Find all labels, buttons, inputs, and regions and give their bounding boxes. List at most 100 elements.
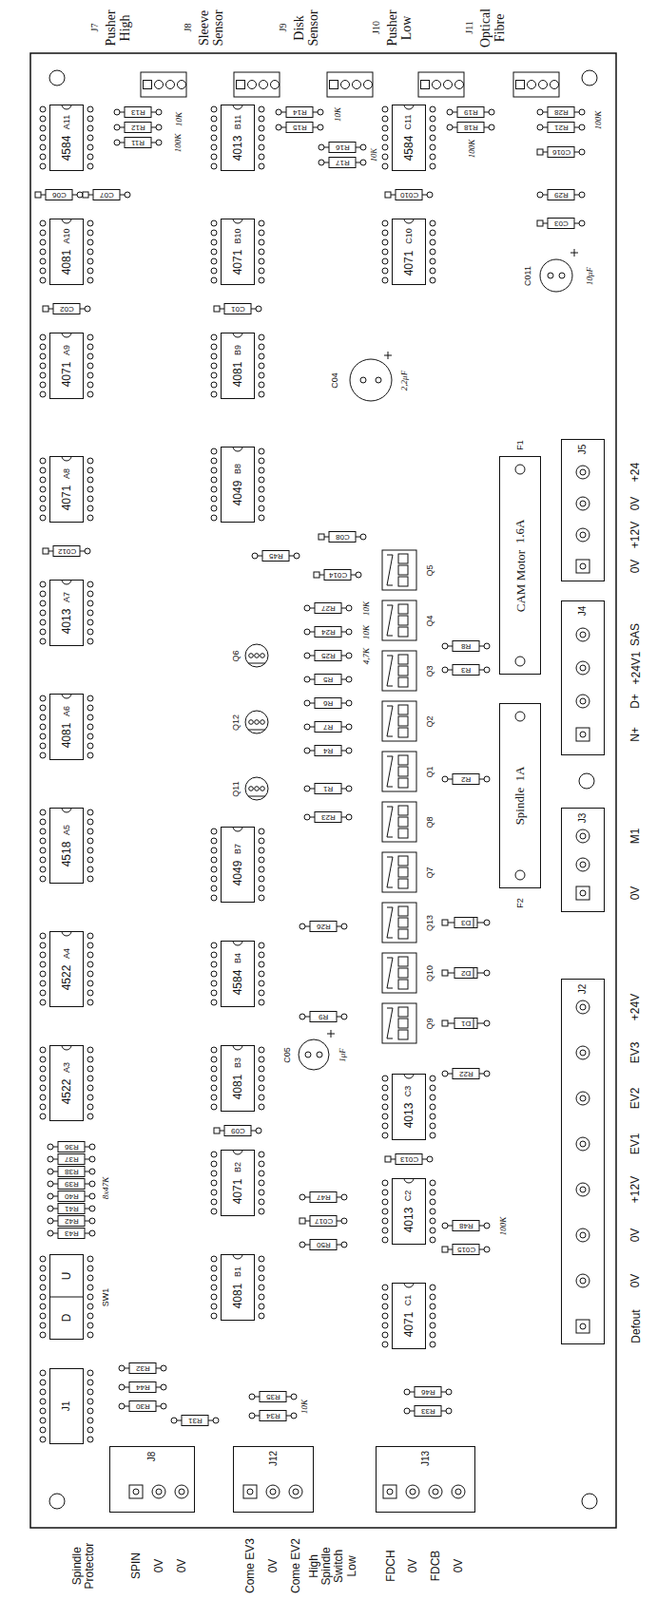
ic-package: B14081 xyxy=(220,1255,255,1322)
part-label: 4584 xyxy=(231,969,244,996)
part-ref: R23 xyxy=(321,813,336,822)
part-label: B9 xyxy=(233,345,243,356)
part-label: A8 xyxy=(62,468,72,480)
part-ref: R35 xyxy=(266,1393,281,1402)
part-ref: R9 xyxy=(318,1013,329,1022)
pin-label: 0V xyxy=(629,1275,641,1290)
pin-label: FDCH xyxy=(384,1550,396,1583)
part-ref: R12 xyxy=(131,123,146,132)
part-label: D xyxy=(60,1314,73,1324)
callout-label: C011 xyxy=(522,266,532,287)
pin-label: FDCB xyxy=(429,1551,442,1584)
part-label: 4013 xyxy=(403,1103,415,1130)
value-note: 8x47K xyxy=(101,1177,111,1200)
part-label: J13 xyxy=(421,1451,431,1468)
part-ref: R44 xyxy=(135,1384,151,1392)
part-label: B1 xyxy=(233,1267,243,1278)
part-ref: R38 xyxy=(64,1168,79,1177)
pin-label: M1 xyxy=(629,829,641,846)
pin-label: EV3 xyxy=(629,1043,641,1065)
part-ref: R47 xyxy=(316,1194,331,1202)
part-ref: R21 xyxy=(554,123,569,132)
part-ref: R29 xyxy=(554,191,569,199)
fuse-holder: 1.6ACAM Motor xyxy=(499,456,542,676)
value-note: 2,2μF xyxy=(400,369,409,390)
part-label: 4518 xyxy=(60,841,73,868)
connector-header: J8 xyxy=(109,1447,195,1514)
part-label: C11 xyxy=(404,115,413,131)
part-ref: C017 xyxy=(314,1217,333,1226)
connector-header: J12 xyxy=(232,1447,314,1514)
connector-header: J4 xyxy=(560,600,605,756)
callout-label: Q2 xyxy=(425,715,435,728)
part-ref: R48 xyxy=(459,1222,474,1231)
ic-package: A114584 xyxy=(49,104,84,172)
part-label: 4522 xyxy=(60,1079,73,1105)
part-label: A6 xyxy=(62,706,72,717)
pin-label: Come EV3 xyxy=(244,1539,256,1595)
part-label: J5 xyxy=(578,444,588,455)
value-note: 10K xyxy=(174,111,184,126)
part-label: J12 xyxy=(269,1451,279,1468)
part-ref: R31 xyxy=(188,1417,203,1426)
part-ref: R27 xyxy=(321,604,336,613)
resistor-symbols xyxy=(47,107,585,1428)
part-label: 4081 xyxy=(231,1074,244,1101)
pin-label: 0V xyxy=(267,1560,279,1575)
part-ref: R25 xyxy=(321,652,336,660)
diode-symbols xyxy=(442,918,490,1030)
part-label: 4081 xyxy=(60,722,73,749)
callout-label: Q8 xyxy=(425,816,435,829)
value-note: 10K xyxy=(362,624,371,639)
part-ref: C016 xyxy=(552,148,571,156)
part-ref: R42 xyxy=(64,1217,79,1226)
part-ref: R36 xyxy=(64,1143,79,1152)
part-label: J2 xyxy=(578,984,588,995)
part-ref: C012 xyxy=(57,547,77,556)
ic-package: B94081 xyxy=(220,332,255,400)
value-note: 100K xyxy=(594,110,603,130)
part-label: Spindle xyxy=(513,788,526,827)
part-label: J3 xyxy=(578,812,588,824)
callout-label: Q12 xyxy=(231,714,241,731)
part-ref: R40 xyxy=(64,1193,79,1201)
part-label: B10 xyxy=(233,228,243,244)
part-ref: R30 xyxy=(135,1403,151,1411)
ic-package: C114584 xyxy=(391,104,426,172)
part-label: 1A xyxy=(513,767,526,783)
part-ref: R5 xyxy=(323,676,333,684)
ic-package: A74013 xyxy=(49,579,84,647)
part-label: 4071 xyxy=(403,1313,415,1339)
part-ref: C08 xyxy=(335,533,350,542)
part-ref: D2 xyxy=(461,969,471,978)
part-ref: R1 xyxy=(323,785,333,793)
part-ref: R22 xyxy=(459,1070,474,1079)
part-ref: C07 xyxy=(99,191,115,199)
part-ref: R19 xyxy=(463,108,479,116)
pin-label: +12V xyxy=(629,521,641,549)
pin-label: 0V xyxy=(629,1229,641,1244)
part-ref: C010 xyxy=(400,191,419,199)
callout-label: Q6 xyxy=(231,650,241,662)
ic-package: B84049 xyxy=(220,446,255,523)
part-ref: C02 xyxy=(59,305,75,313)
connector-header: J3 xyxy=(560,808,605,913)
part-ref: C014 xyxy=(328,571,348,580)
value-note: 4,7K xyxy=(362,647,371,664)
part-ref: R14 xyxy=(292,108,308,116)
part-label: 4013 xyxy=(231,135,244,161)
callout-label: Q1 xyxy=(425,766,435,778)
part-label: J4 xyxy=(578,605,588,617)
part-label: 4013 xyxy=(60,608,73,635)
part-ref: R24 xyxy=(321,628,336,637)
part-label: 4071 xyxy=(231,1178,244,1205)
ic-package: C14071 xyxy=(391,1283,426,1351)
part-ref: R45 xyxy=(269,552,284,561)
part-label: 4049 xyxy=(231,860,244,887)
value-note: 10K xyxy=(300,1399,310,1414)
header-label: J9 xyxy=(278,23,289,33)
part-ref: R46 xyxy=(421,1389,436,1397)
pin-label: +24V1 xyxy=(629,651,641,685)
part-label: B4 xyxy=(233,953,243,965)
